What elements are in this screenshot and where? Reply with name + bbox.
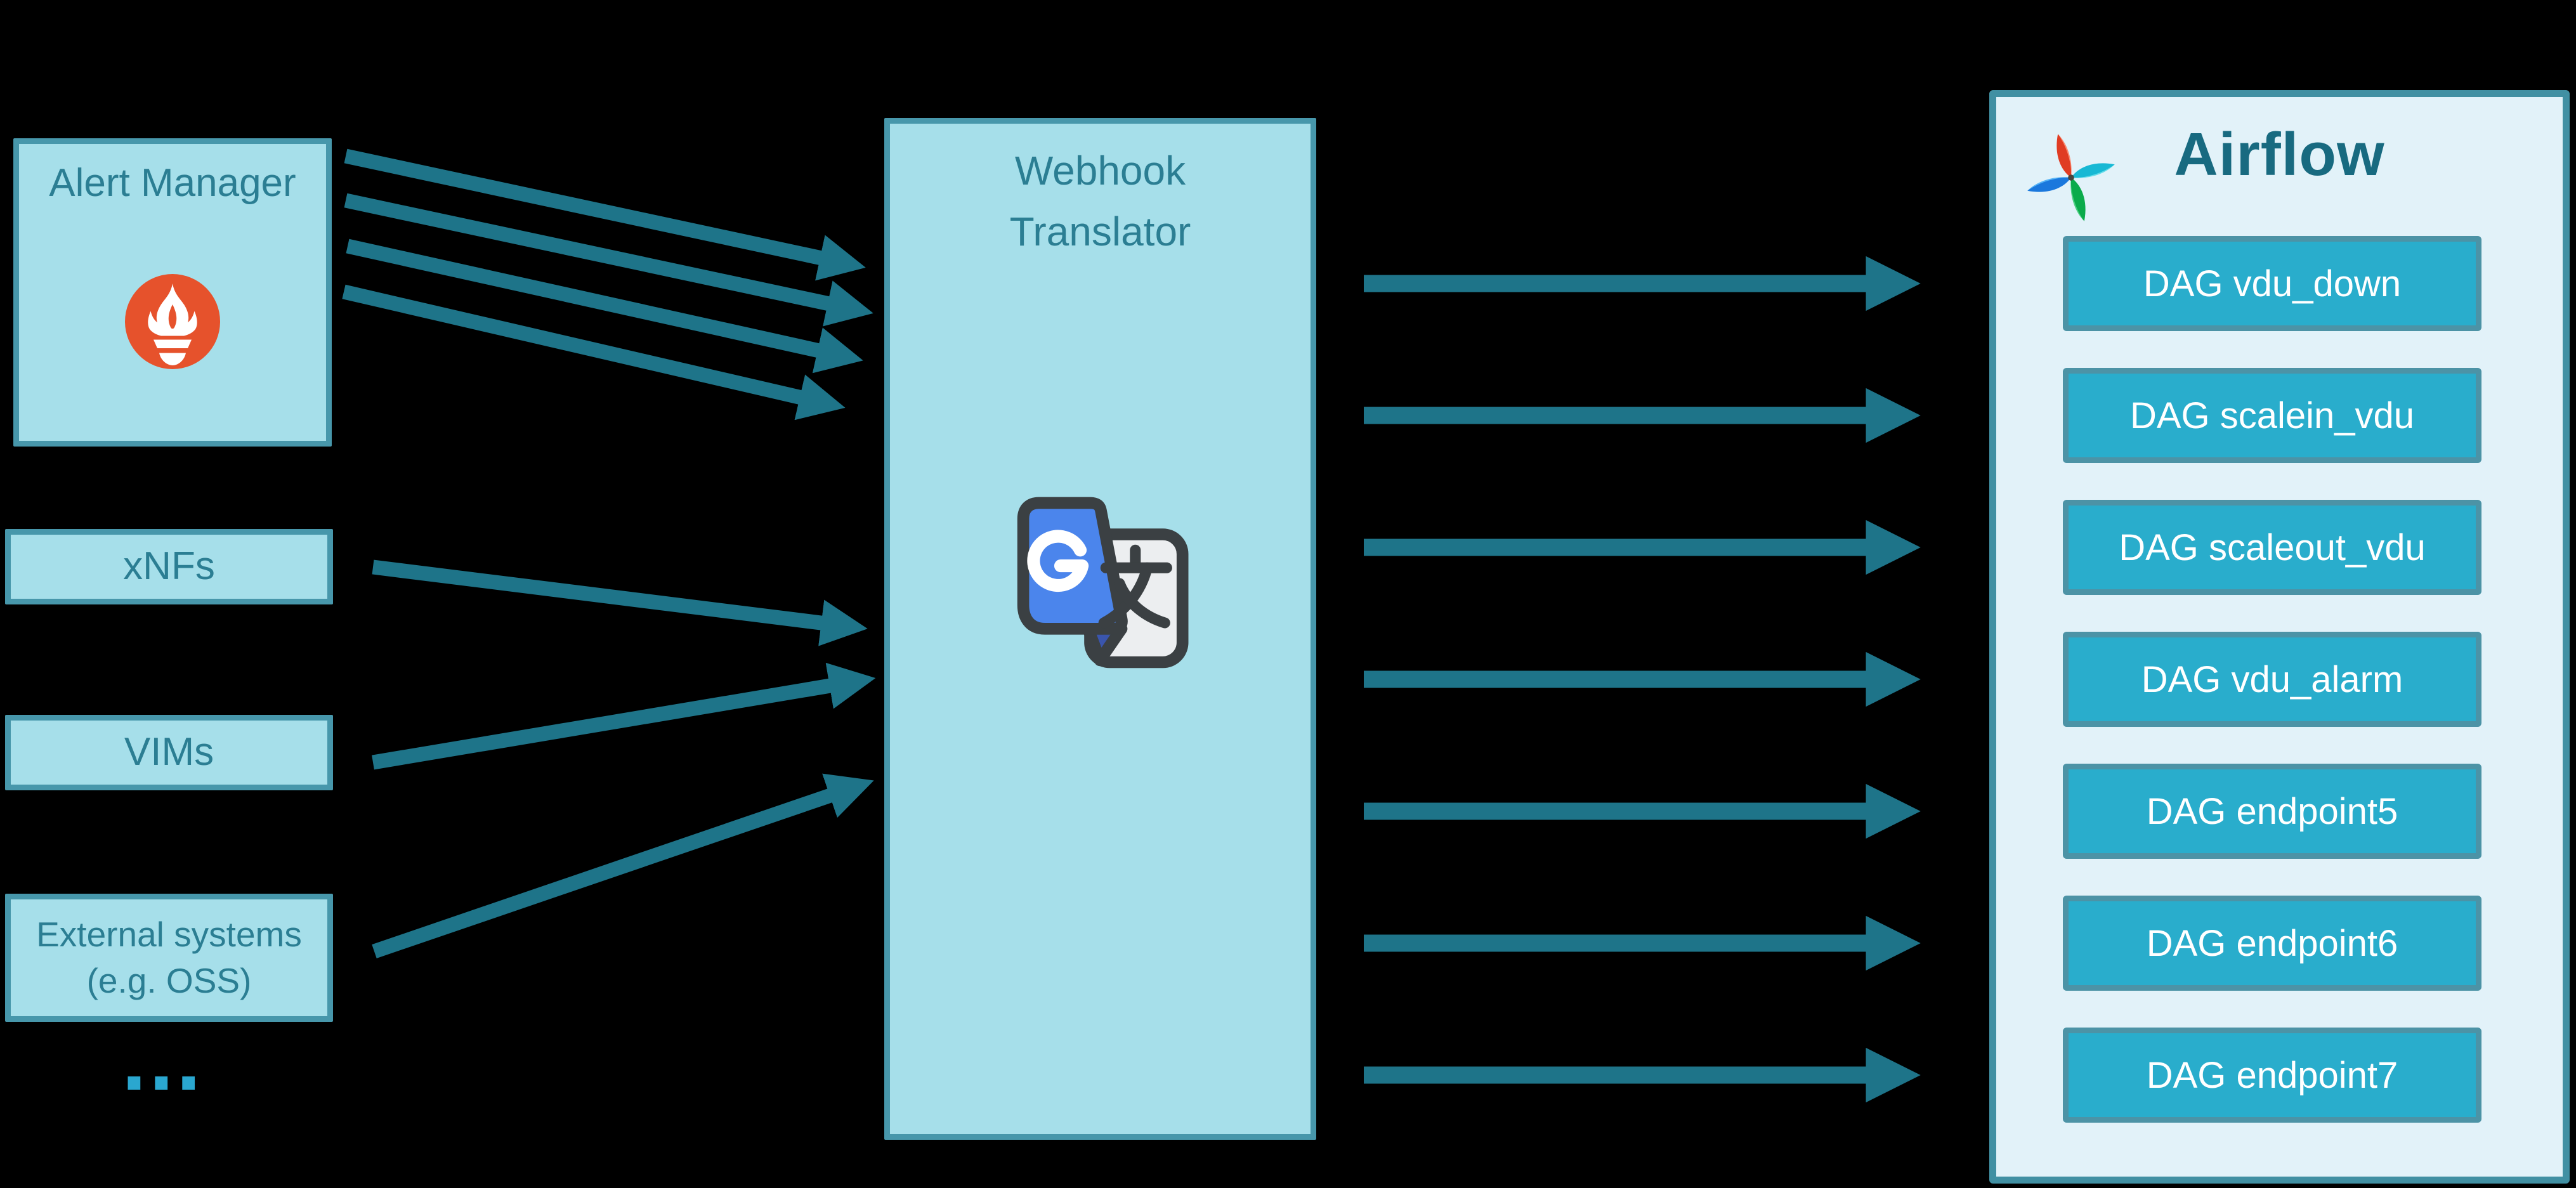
dag-endpoint6: DAG endpoint6 (2063, 896, 2481, 991)
dag-scalein-vdu: DAG scalein_vdu (2063, 368, 2481, 463)
xnfs-label: xNFs (123, 544, 215, 589)
xnfs-box: xNFs (5, 529, 333, 604)
arrow-alert-manager-to-translator-4 (342, 284, 846, 421)
arrow-external-to-translator (372, 773, 874, 958)
dag-scaleout-vdu: DAG scaleout_vdu (2063, 500, 2481, 595)
external-systems-box: External systems (e.g. OSS) (5, 894, 333, 1022)
airflow-title: Airflow (2174, 121, 2385, 188)
airflow-panel: Airflow DAG vdu_down DAG scalein_vdu DAG… (1989, 90, 2570, 1184)
alert-manager-label: Alert Manager (49, 161, 296, 205)
dag-label: DAG endpoint5 (2146, 790, 2398, 832)
arrow-alert-manager-to-translator-3 (346, 238, 863, 374)
prometheus-icon (125, 274, 220, 369)
arrow-alert-manager-to-translator-2 (344, 193, 873, 327)
dag-vdu-alarm: DAG vdu_alarm (2063, 632, 2481, 727)
dag-endpoint7: DAG endpoint7 (2063, 1028, 2481, 1123)
google-translate-icon (1017, 497, 1189, 669)
airflow-pinwheel-icon (2027, 134, 2115, 221)
more-sources-ellipsis: ... (122, 1009, 204, 1109)
external-systems-label-line1: External systems (36, 915, 302, 955)
alert-manager-box: Alert Manager (13, 138, 332, 447)
translator-title-line2: Translator (1009, 209, 1191, 254)
arrow-alert-manager-to-translator-1 (344, 148, 866, 281)
dag-vdu-down: DAG vdu_down (2063, 236, 2481, 331)
webhook-translator-box: Webhook Translator (884, 118, 1316, 1140)
dag-label: DAG vdu_down (2143, 263, 2402, 304)
arrow-xnfs-to-translator (372, 559, 868, 646)
external-systems-label-line2: (e.g. OSS) (86, 961, 252, 1000)
vims-label: VIMs (124, 730, 214, 774)
dag-endpoint5: DAG endpoint5 (2063, 764, 2481, 859)
arrow-vims-to-translator (372, 662, 876, 770)
vims-box: VIMs (5, 715, 333, 790)
dag-label: DAG scalein_vdu (2129, 395, 2415, 436)
dag-label: DAG endpoint6 (2146, 922, 2398, 964)
dag-label: DAG endpoint7 (2146, 1054, 2398, 1096)
dag-label: DAG scaleout_vdu (2119, 526, 2426, 568)
dag-label: DAG vdu_alarm (2141, 658, 2403, 700)
translator-title-line1: Webhook (1014, 148, 1186, 193)
